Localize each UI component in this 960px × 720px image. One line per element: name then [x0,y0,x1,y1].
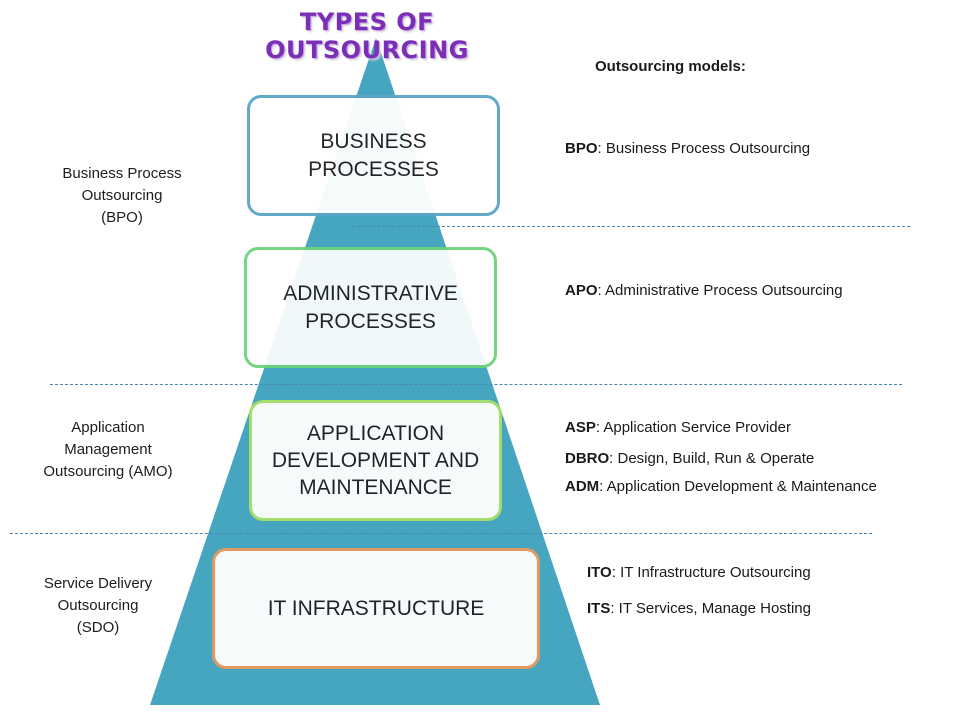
group-label-amo: Application Management Outsourcing (AMO) [43,419,173,480]
model-apo: APO: Administrative Process Outsourcing [565,282,843,299]
level-business-processes: BUSINESS PROCESSES [247,95,500,216]
model-ito: ITO: IT Infrastructure Outsourcing [587,564,811,581]
divider-2 [50,384,902,385]
models-heading: Outsourcing models: [595,58,746,75]
model-desc: : Application Development & Maintenance [599,478,877,495]
model-desc: : Administrative Process Outsourcing [597,282,843,299]
model-its: ITS: IT Services, Manage Hosting [587,600,811,617]
model-abbr: ITO [587,564,612,581]
diagram-title: TYPES OF OUTSOURCING [265,8,469,64]
group-label-sdo: Service Delivery Outsourcing (SDO) [43,575,153,636]
model-asp: ASP: Application Service Provider [565,419,791,436]
level-it-infrastructure: IT INFRASTRUCTURE [212,548,540,669]
model-desc: : IT Services, Manage Hosting [610,600,811,617]
model-abbr: ADM [565,478,600,495]
model-abbr: BPO [565,140,598,157]
pyramid-triangle [150,38,600,705]
model-abbr: ASP [565,419,596,436]
model-desc: : Application Service Provider [595,419,791,436]
level-administrative-processes: ADMINISTRATIVE PROCESSES [244,247,497,368]
model-abbr: ITS [587,600,611,617]
model-desc: : IT Infrastructure Outsourcing [611,564,811,581]
level-application-development: APPLICATION DEVELOPMENT AND MAINTENANCE [249,400,502,521]
model-desc: : Business Process Outsourcing [597,140,811,157]
model-abbr: APO [565,282,598,299]
model-abbr: DBRO [565,450,610,467]
model-desc: : Design, Build, Run & Operate [609,450,815,467]
group-label-bpo: Business Process Outsourcing (BPO) [62,165,182,226]
divider-1 [352,226,910,227]
model-adm: ADM: Application Development & Maintenan… [565,478,877,495]
model-dbro: DBRO: Design, Build, Run & Operate [565,450,814,467]
model-bpo: BPO: Business Process Outsourcing [565,140,810,157]
divider-3 [10,533,872,534]
